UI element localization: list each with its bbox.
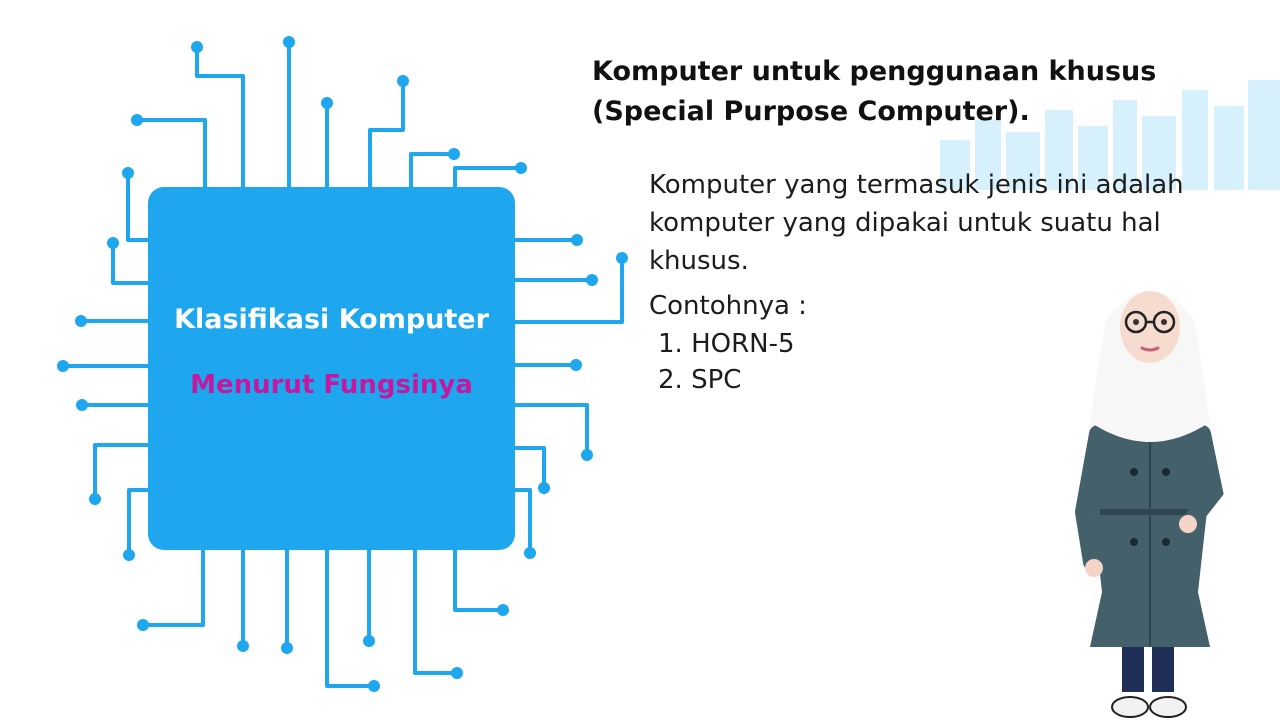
list-item: 1. HORN-5 xyxy=(658,329,795,359)
teacher-avatar-icon xyxy=(1074,291,1224,718)
description-line-1: Komputer yang termasuk jenis ini adalah xyxy=(649,170,1184,200)
list-item: 2. SPC xyxy=(658,365,742,395)
heading-line-2: (Special Purpose Computer). xyxy=(592,96,1030,127)
chip-panel: Klasifikasi Komputer Menurut Fungsinya xyxy=(148,187,515,550)
description: Komputer yang termasuk jenis ini adalah … xyxy=(649,166,1239,280)
examples-list: 1. HORN-5 2. SPC xyxy=(658,326,795,398)
heading-line-1: Komputer untuk penggunaan khusus xyxy=(592,56,1157,87)
chip-subtitle: Menurut Fungsinya xyxy=(190,370,473,400)
examples-label: Contohnya : xyxy=(649,291,807,321)
chip-title: Klasifikasi Komputer xyxy=(174,304,489,335)
description-line-2: komputer yang dipakai untuk suatu hal xyxy=(649,208,1161,238)
description-line-3: khusus. xyxy=(649,246,749,276)
circuit-board-icon xyxy=(57,36,628,692)
slide-heading: Komputer untuk penggunaan khusus (Specia… xyxy=(592,52,1212,132)
city-skyline-icon xyxy=(940,80,1280,190)
